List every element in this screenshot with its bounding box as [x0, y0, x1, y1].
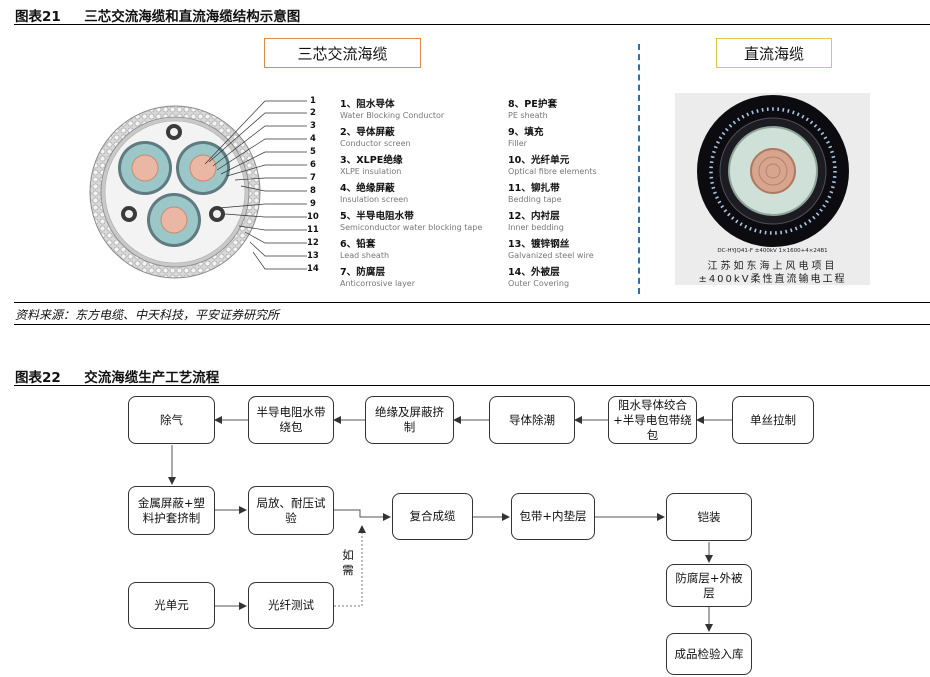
figure21-number: 图表21 [15, 9, 61, 25]
ac-cable-label: 三芯交流海缆 [264, 38, 421, 68]
callout-number: 3 [310, 121, 316, 131]
step-conductor-drying: 导体除潮 [489, 396, 575, 444]
callout-number: 1 [310, 96, 316, 106]
ac-cable-cross-section [89, 100, 307, 279]
source-rule [14, 324, 930, 325]
photo-caption-line2: ±400kV柔性直流输电工程 [698, 274, 847, 285]
figure21-source: 资料来源：东方电缆、中天科技，平安证券研究所 [15, 308, 280, 322]
step-metal-shield-sheath: 金属屏蔽+塑料护套挤制 [128, 486, 215, 535]
step-armouring: 铠装 [666, 493, 752, 541]
callout-number: 13 [307, 251, 319, 261]
figure21-top-rule [14, 24, 930, 25]
step-tape-wrapping: 半导电阻水带绕包 [248, 396, 334, 444]
figure21-title: 图表21 三芯交流海缆和直流海缆结构示意图 [15, 5, 300, 25]
callout-number: 12 [307, 238, 319, 248]
photo-caption-small: DC-HYJQ41-F ±400kV 1×1600+4×24B1 [717, 248, 828, 254]
section-divider [638, 44, 640, 294]
dc-cable-photo: DC-HYJQ41-F ±400kV 1×1600+4×24B1 江苏如东海上风… [675, 93, 870, 285]
if-needed-note: 如需 [341, 548, 355, 578]
figure21-title-text: 三芯交流海缆和直流海缆结构示意图 [84, 9, 301, 25]
figure22-title: 图表22 交流海缆生产工艺流程 [15, 366, 219, 386]
callout-number: 14 [307, 264, 319, 274]
dc-cable-cross-section [697, 95, 849, 247]
dc-cable-label: 直流海缆 [716, 38, 832, 68]
callout-number: 5 [310, 147, 316, 157]
step-degassing: 除气 [128, 396, 215, 444]
step-outer-covering: 防腐层+外被层 [666, 564, 752, 607]
step-final-inspection: 成品检验入库 [666, 633, 752, 675]
step-bedding: 包带+内垫层 [511, 493, 595, 540]
callout-number: 6 [310, 160, 316, 170]
callout-number: 8 [310, 186, 316, 196]
callout-number: 7 [310, 173, 316, 183]
step-conductor-stranding: 阻水导体绞合+半导电包带绕包 [608, 396, 697, 444]
photo-caption-line1: 江苏如东海上风电项目 [707, 261, 838, 272]
callout-number: 4 [310, 134, 316, 144]
step-cabling: 复合成缆 [392, 493, 473, 540]
figure22-number: 图表22 [15, 370, 61, 386]
step-partial-discharge-test: 局放、耐压试验 [248, 486, 334, 535]
callout-number: 9 [310, 199, 316, 209]
callout-number: 2 [310, 108, 316, 118]
step-fibre-test: 光纤测试 [248, 582, 334, 629]
figure21-bottom-rule [14, 302, 930, 303]
figure22-title-text: 交流海缆生产工艺流程 [84, 370, 220, 386]
step-optical-unit: 光单元 [128, 582, 215, 629]
step-insulation-extrusion: 绝缘及屏蔽挤制 [365, 396, 454, 444]
step-wire-drawing: 单丝拉制 [732, 396, 814, 444]
callout-number: 11 [307, 225, 319, 235]
callout-number: 10 [307, 212, 319, 222]
figure22-top-rule [14, 385, 930, 386]
